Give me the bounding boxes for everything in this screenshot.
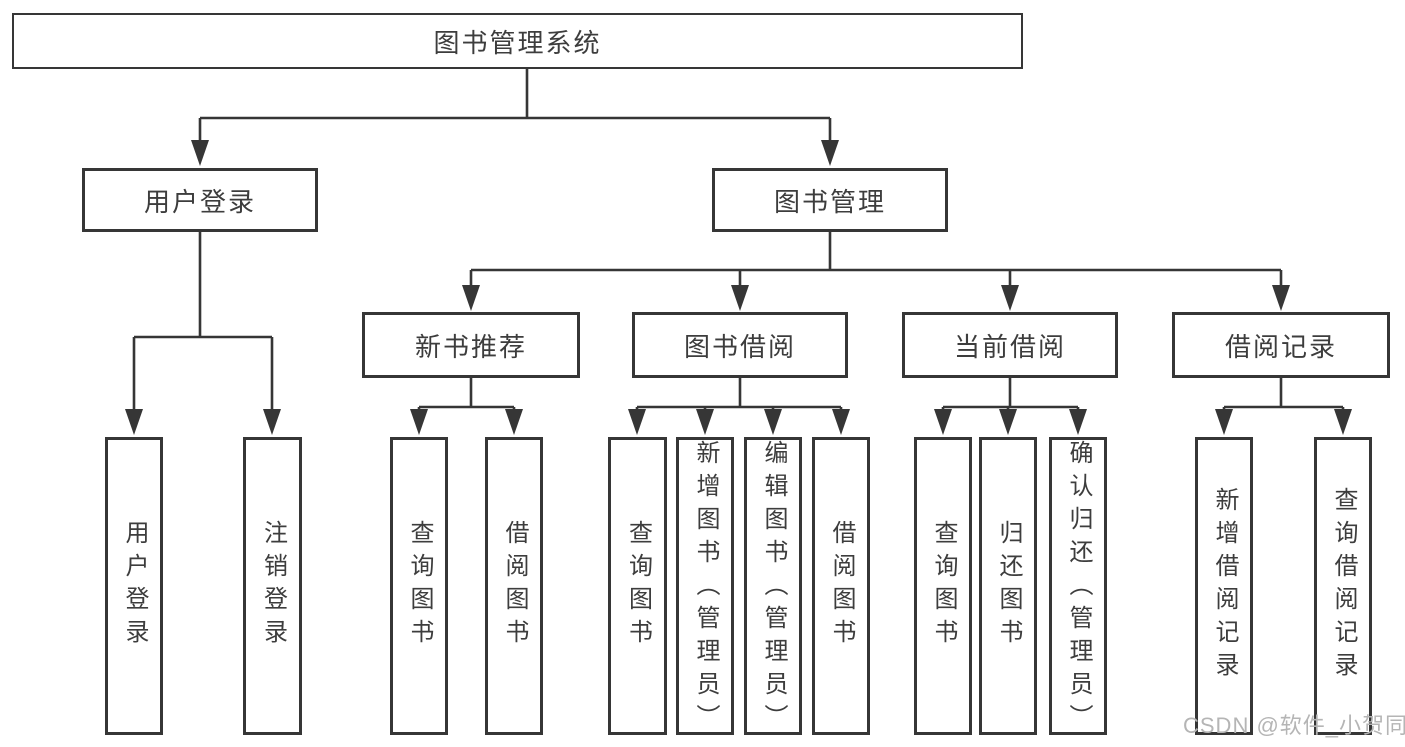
node-borrowing-records: 借阅记录	[1172, 312, 1390, 378]
node-label: 借阅图书	[501, 520, 528, 652]
node-user-login: 用户登录	[82, 168, 318, 232]
node-book-management: 图书管理	[712, 168, 948, 232]
node-label: 当前借阅	[953, 331, 1066, 362]
leaf-borrow-books-2: 借阅图书	[812, 437, 870, 735]
arrowhead	[731, 285, 749, 311]
arrowhead	[410, 409, 428, 435]
connector-book-borrow-branch	[628, 378, 850, 435]
leaf-edit-book-admin: 编辑图书（管理员）	[744, 437, 802, 737]
node-book-borrowing: 图书借阅	[632, 312, 848, 378]
node-label: 图书管理	[773, 186, 886, 217]
connector-book-mgmt-branch	[462, 232, 1290, 311]
leaf-borrow-books-1: 借阅图书	[485, 437, 543, 735]
node-label: 编辑图书（管理员）	[760, 440, 787, 737]
arrowhead	[934, 409, 952, 435]
arrowhead	[821, 140, 839, 166]
node-label: 图书管理系统	[433, 27, 602, 58]
node-label: 查询借阅记录	[1330, 487, 1357, 685]
leaf-logout: 注销登录	[243, 437, 302, 735]
arrowhead	[505, 409, 523, 435]
node-current-borrowing: 当前借阅	[902, 312, 1118, 378]
csdn-watermark: CSDN @软件_小贺同学	[1183, 713, 1405, 738]
node-new-book-recommend: 新书推荐	[362, 312, 580, 378]
leaf-query-borrow-record: 查询借阅记录	[1314, 437, 1372, 735]
node-label: 借阅记录	[1224, 331, 1337, 362]
node-label: 新增图书（管理员）	[692, 440, 719, 737]
node-label: 用户登录	[143, 186, 256, 217]
leaf-add-book-admin: 新增图书（管理员）	[676, 437, 734, 737]
leaf-confirm-return-admin: 确认归还（管理员）	[1049, 437, 1107, 737]
node-label: 注销登录	[259, 520, 287, 652]
arrowhead	[628, 409, 646, 435]
node-label: 查询图书	[930, 520, 957, 652]
arrowhead	[696, 409, 714, 435]
arrowhead	[1069, 409, 1087, 435]
connector-new-book-branch	[410, 378, 523, 435]
arrowhead	[263, 409, 281, 435]
leaf-add-borrow-record: 新增借阅记录	[1195, 437, 1253, 735]
node-label: 查询图书	[624, 520, 652, 652]
node-label: 确认归还（管理员）	[1065, 440, 1092, 737]
node-label: 借阅图书	[828, 520, 855, 652]
leaf-query-books-2: 查询图书	[608, 437, 667, 735]
arrowhead	[1272, 285, 1290, 311]
connector-current-borrow-branch	[934, 378, 1087, 435]
arrowhead	[764, 409, 782, 435]
arrowhead	[1334, 409, 1352, 435]
node-label: 归还图书	[995, 520, 1022, 652]
leaf-query-books-3: 查询图书	[914, 437, 972, 735]
connector-user-login-branch	[125, 232, 281, 435]
leaf-user-login: 用户登录	[105, 437, 163, 735]
node-label: 查询图书	[406, 520, 433, 652]
node-library-system: 图书管理系统	[12, 13, 1023, 69]
arrowhead	[462, 285, 480, 311]
node-label: 图书借阅	[683, 331, 796, 362]
node-label: 新增借阅记录	[1211, 487, 1238, 685]
leaf-query-books-1: 查询图书	[390, 437, 448, 735]
arrowhead	[999, 409, 1017, 435]
arrowhead	[191, 140, 209, 166]
arrowhead	[125, 409, 143, 435]
node-label: 用户登录	[121, 520, 148, 652]
connector-root-to-level2	[191, 69, 839, 166]
arrowhead	[832, 409, 850, 435]
connector-borrow-records-branch	[1215, 378, 1352, 435]
arrowhead	[1001, 285, 1019, 311]
arrowhead	[1215, 409, 1233, 435]
node-label: 新书推荐	[414, 331, 527, 362]
leaf-return-book: 归还图书	[979, 437, 1037, 735]
